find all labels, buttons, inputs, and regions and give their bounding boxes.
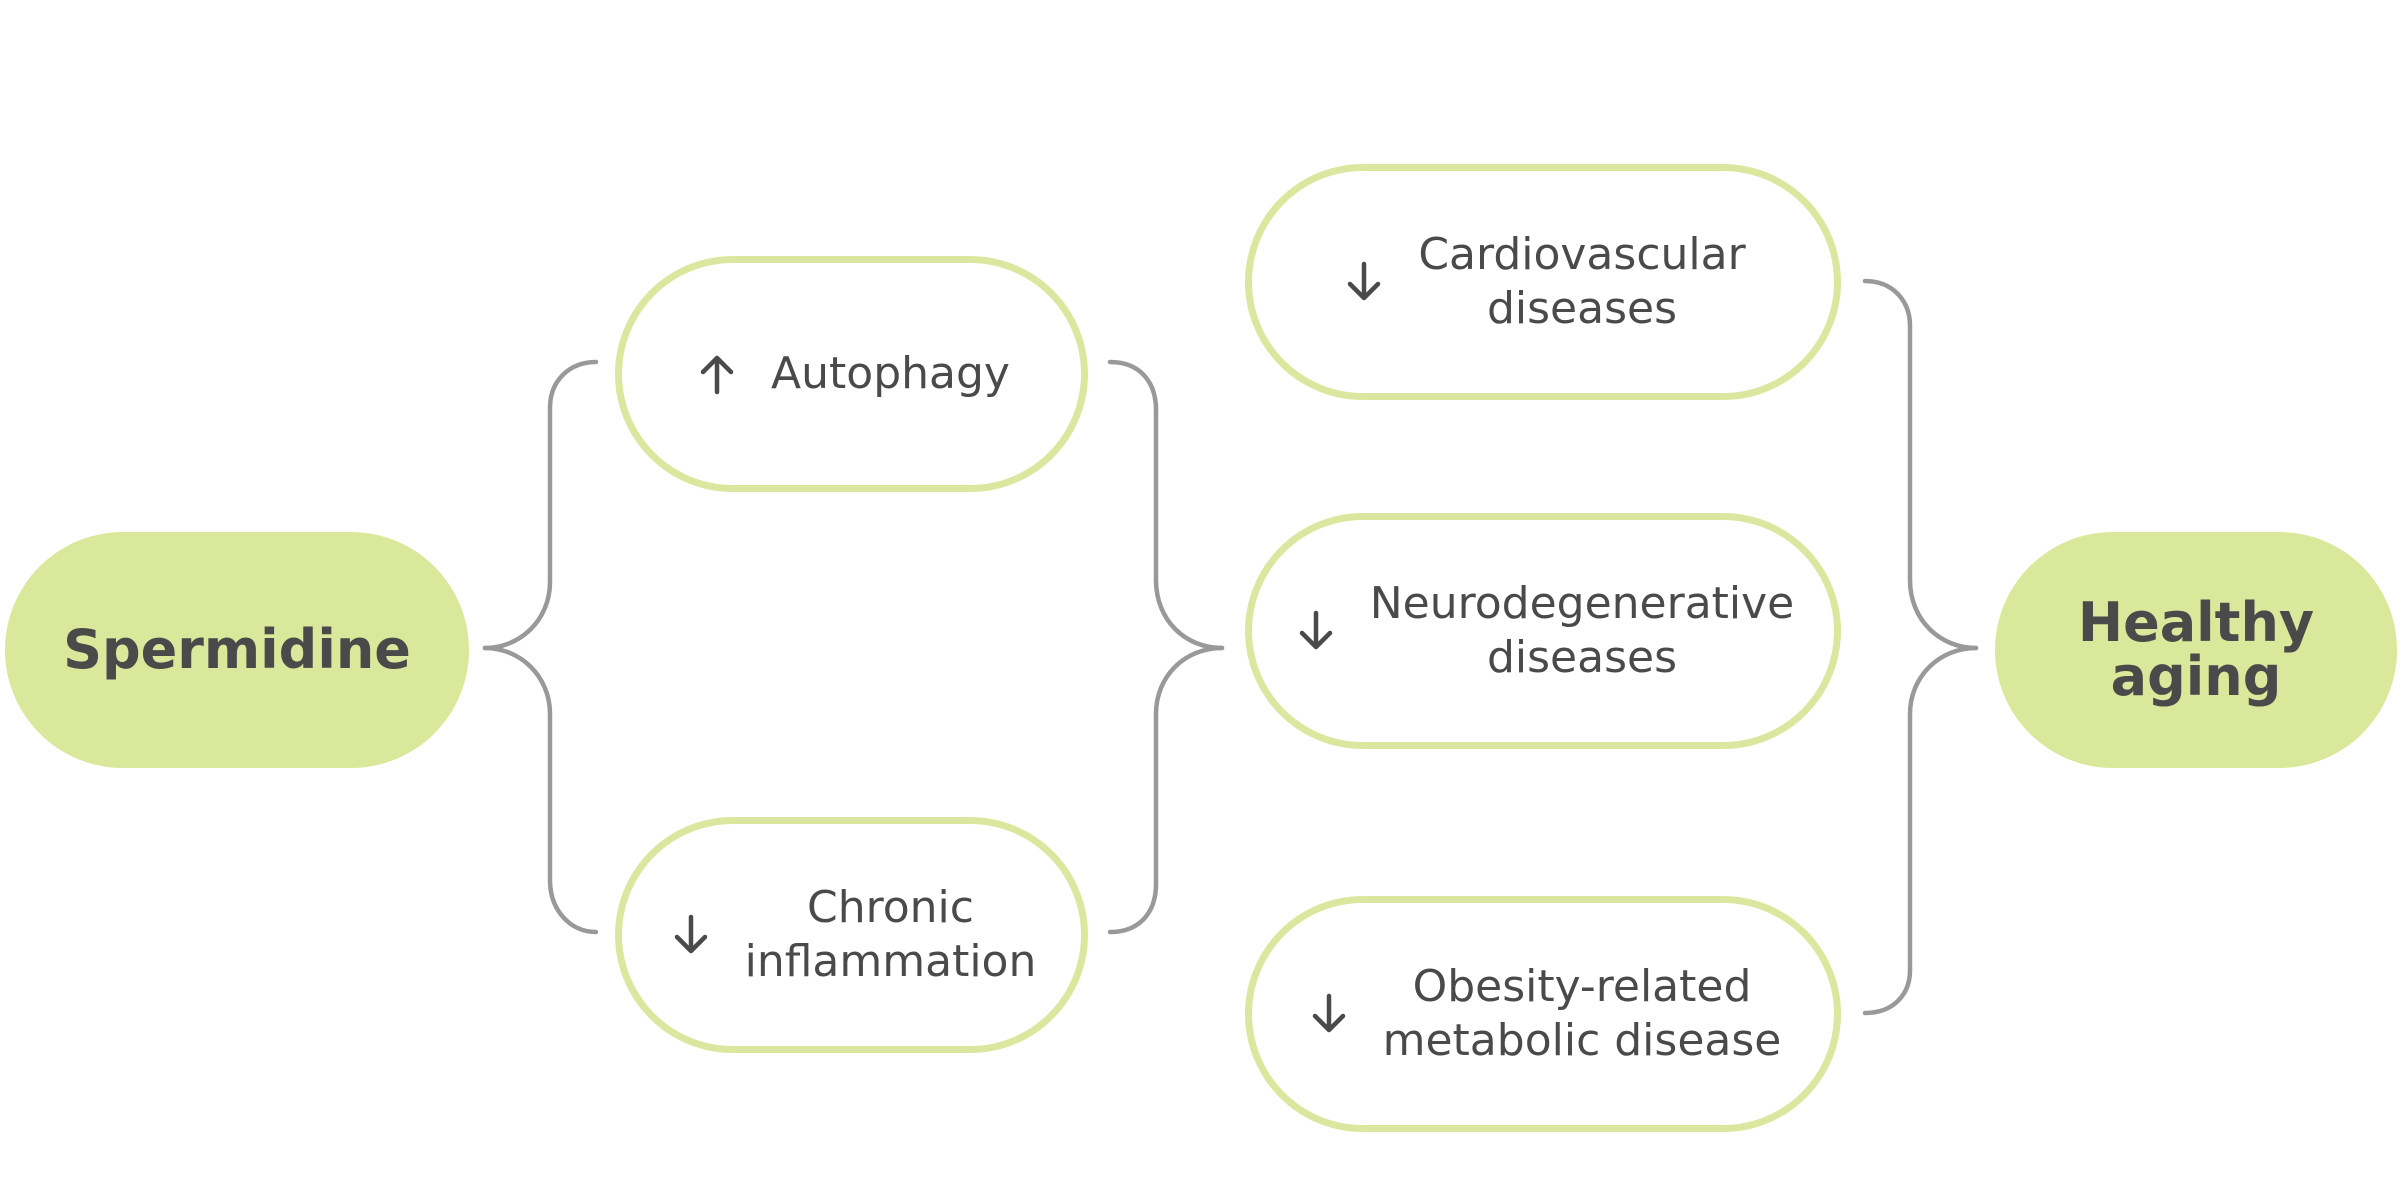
bracket-mechanisms-to-outcomes <box>1107 359 1225 651</box>
cardiovascular-label-line-1: Cardiovascular <box>1418 229 1746 280</box>
autophagy-label: Autophagy <box>771 348 1010 399</box>
bracket-spermidine-to-mechanisms-lower <box>482 645 599 935</box>
arrow-down-icon <box>667 911 715 959</box>
cardiovascular-label-line-2: diseases <box>1486 283 1677 334</box>
neurodegenerative-diseases-node: Neurodegenerative diseases <box>1245 513 1841 749</box>
healthy-aging-label-line-1: Healthy <box>2077 591 2315 654</box>
healthy-aging-node: Healthy aging <box>1995 532 2397 768</box>
autophagy-node: Autophagy <box>615 256 1088 492</box>
arrow-down-icon <box>1305 990 1353 1038</box>
neurodegenerative-label-line-1: Neurodegenerative <box>1369 578 1795 629</box>
obesity-label-line-1: Obesity-related <box>1412 961 1752 1012</box>
bracket-outcomes-to-healthy-aging <box>1862 278 1979 651</box>
obesity-related-metabolic-disease-node: Obesity-related metabolic disease <box>1245 896 1841 1132</box>
bracket-outcomes-to-healthy-aging-lower <box>1862 645 1979 1016</box>
bracket-mechanisms-to-outcomes-lower <box>1107 645 1225 935</box>
bracket-spermidine-to-mechanisms <box>482 359 599 651</box>
chronic-inflammation-label-line-1: Chronic <box>807 882 974 933</box>
chronic-inflammation-label-line-2: inflammation <box>744 936 1037 987</box>
neurodegenerative-label-line-2: diseases <box>1486 632 1677 683</box>
chronic-inflammation-node: Chronic inflammation <box>615 817 1088 1053</box>
arrow-down-icon <box>1292 607 1340 655</box>
arrow-up-icon <box>693 350 741 398</box>
arrow-down-icon <box>1340 258 1388 306</box>
cardiovascular-diseases-node: Cardiovascular diseases <box>1245 164 1841 400</box>
obesity-label-line-2: metabolic disease <box>1382 1015 1782 1066</box>
spermidine-node: Spermidine <box>5 532 469 768</box>
healthy-aging-label-line-2: aging <box>2110 645 2282 708</box>
spermidine-label: Spermidine <box>63 618 411 681</box>
